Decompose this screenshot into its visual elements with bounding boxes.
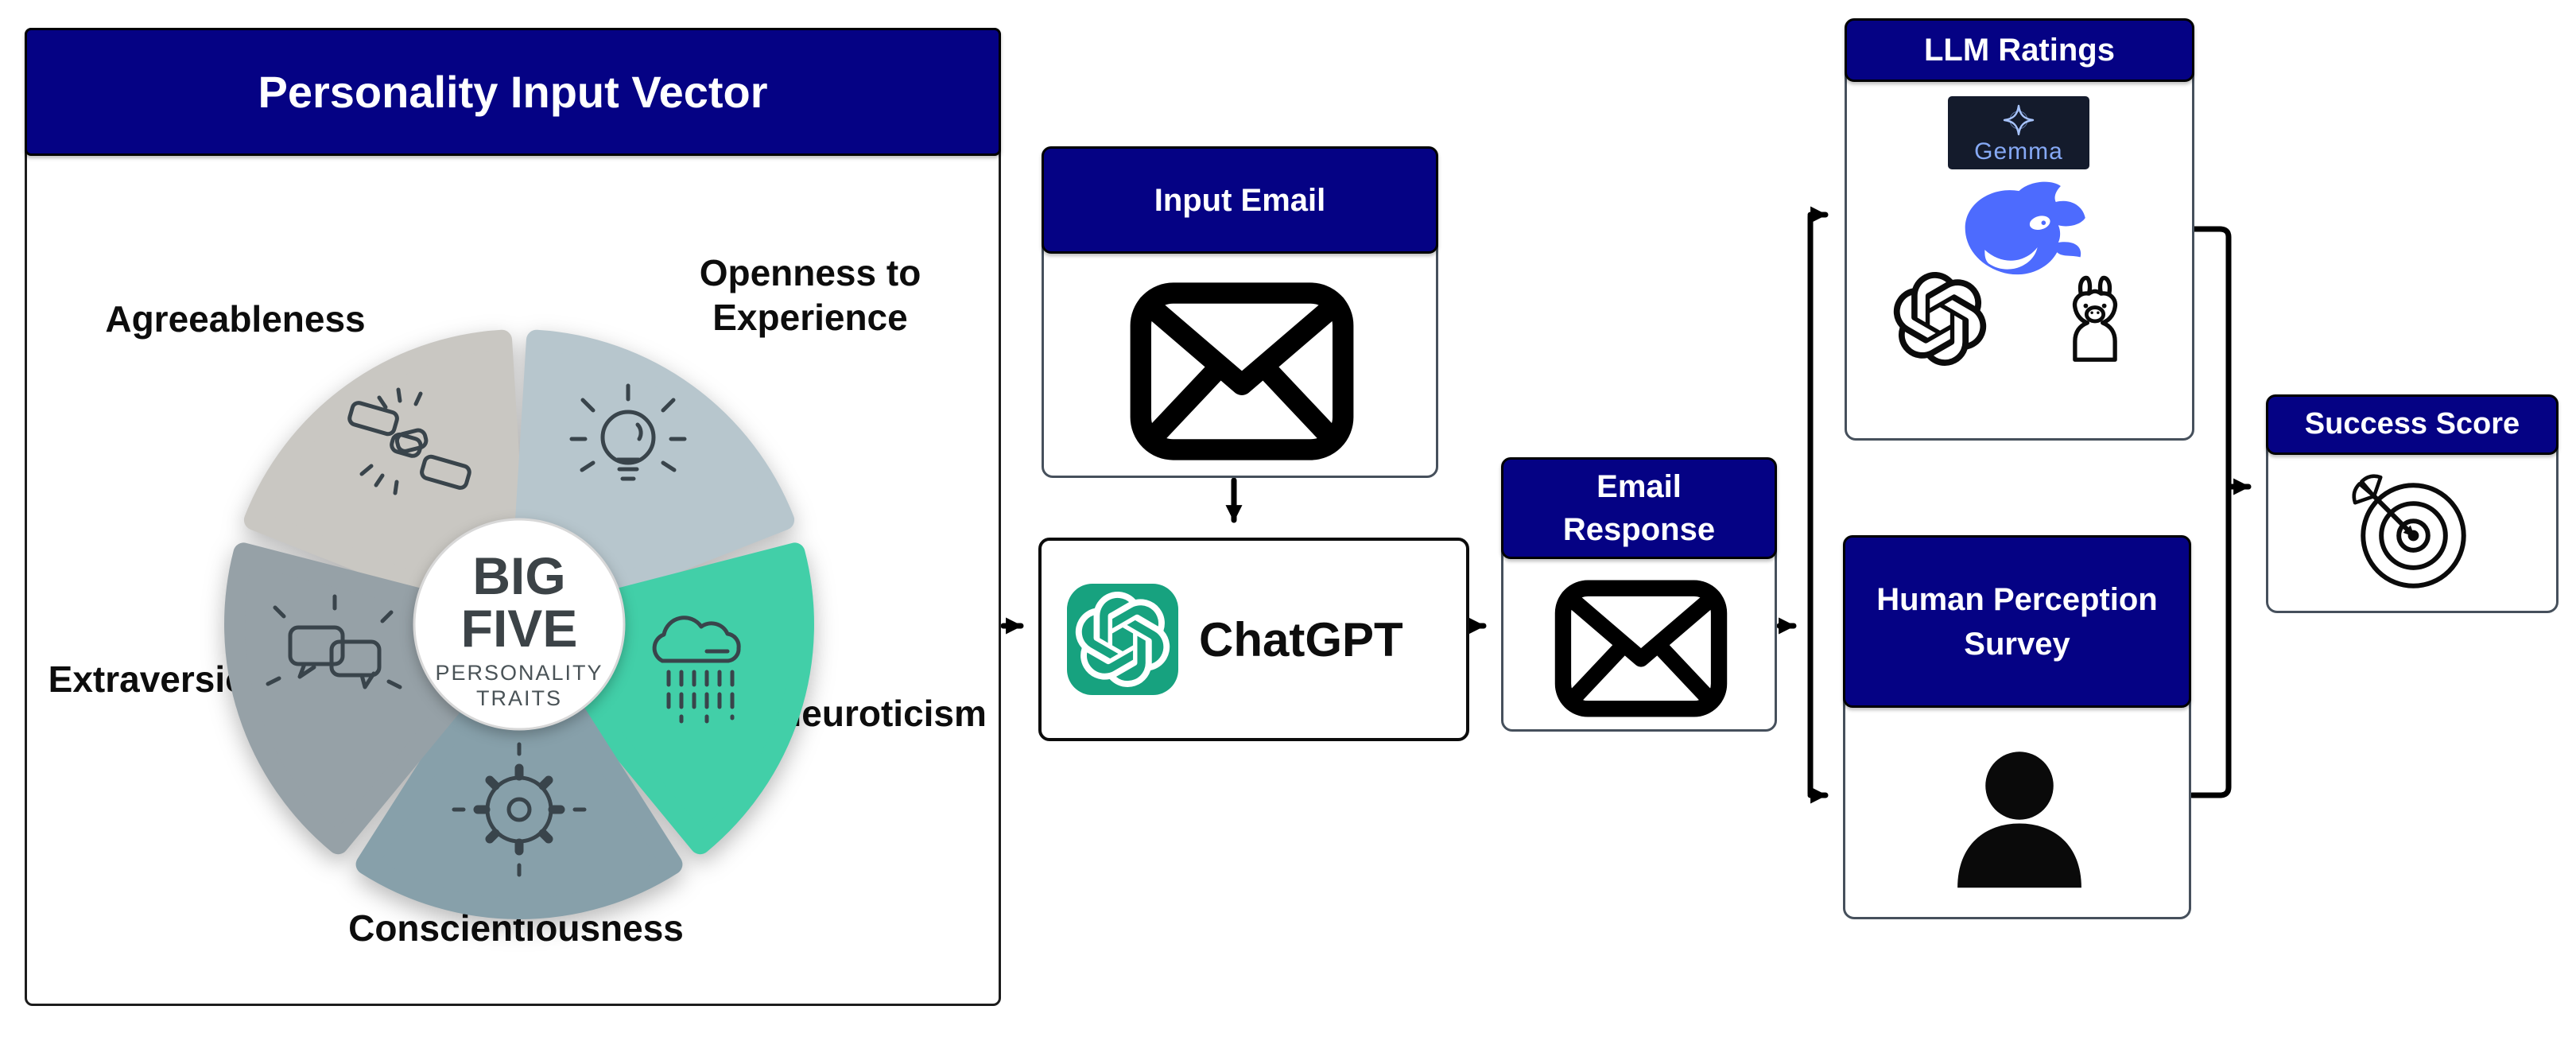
input-email-header: Input Email bbox=[1042, 146, 1438, 254]
envelope-icon bbox=[1130, 282, 1354, 460]
big-five-line2: FIVE bbox=[461, 599, 578, 658]
trait-label-agreeableness: Agreeableness bbox=[105, 298, 366, 340]
big-five-sub1: PERSONALITY bbox=[435, 661, 603, 685]
chatgpt-label: ChatGPT bbox=[1199, 612, 1403, 666]
human-survey-node: Human Perception Survey bbox=[1843, 535, 2191, 919]
merge-bracket-line bbox=[2189, 226, 2232, 798]
llm-ratings-node: LLM Ratings Gemma bbox=[1845, 18, 2194, 441]
gemma-label: Gemma bbox=[1974, 138, 2063, 165]
success-score-title: Success Score bbox=[2304, 407, 2520, 441]
envelope-icon bbox=[1554, 580, 1728, 717]
person-icon bbox=[1957, 752, 2081, 888]
personality-panel-header: Personality Input Vector bbox=[25, 28, 1001, 156]
big-five-line1: BIG bbox=[472, 546, 565, 605]
lightbulb-icon bbox=[569, 383, 687, 481]
input-email-node: Input Email bbox=[1042, 146, 1438, 478]
personality-input-vector-panel: Personality Input Vector Agreeableness O… bbox=[25, 28, 1001, 1006]
input-email-title: Input Email bbox=[1154, 182, 1326, 218]
llm-ratings-header: LLM Ratings bbox=[1845, 18, 2194, 82]
human-survey-header: Human Perception Survey bbox=[1843, 535, 2191, 708]
email-response-header: Email Response bbox=[1501, 457, 1777, 559]
email-response-title: Email Response bbox=[1562, 469, 1716, 547]
success-score-header: Success Score bbox=[2266, 394, 2559, 455]
handshake-icon bbox=[347, 387, 471, 495]
chatgpt-app-icon bbox=[1067, 584, 1178, 695]
email-response-node: Email Response bbox=[1501, 457, 1777, 732]
trait-label-openness: Openness to Experience bbox=[699, 252, 921, 339]
chat-bubbles-icon bbox=[266, 594, 402, 689]
rain-cloud-icon bbox=[652, 616, 741, 724]
wheel-petals bbox=[224, 329, 814, 919]
personality-panel-title: Personality Input Vector bbox=[258, 66, 768, 117]
human-survey-title: Human Perception Survey bbox=[1876, 581, 2158, 662]
openai-icon bbox=[1893, 272, 1987, 366]
llm-ratings-title: LLM Ratings bbox=[1924, 33, 2115, 68]
big-five-sub2: TRAITS bbox=[476, 686, 562, 710]
chatgpt-node: ChatGPT bbox=[1038, 538, 1469, 741]
success-score-node: Success Score bbox=[2266, 394, 2559, 613]
trait-label-neuroticism: Neuroticism bbox=[775, 693, 987, 734]
big-five-center: BIG FIVE PERSONALITY TRAITS bbox=[413, 518, 626, 731]
llama-icon bbox=[2072, 275, 2118, 362]
gemma-logo: Gemma bbox=[1948, 96, 2089, 169]
big-five-wheel: BIG FIVE PERSONALITY TRAITS bbox=[224, 329, 814, 919]
gemma-sparkle-icon bbox=[2003, 104, 2035, 136]
gear-icon bbox=[452, 742, 587, 877]
target-icon bbox=[2352, 474, 2466, 588]
deepseek-whale-icon bbox=[1965, 181, 2085, 275]
